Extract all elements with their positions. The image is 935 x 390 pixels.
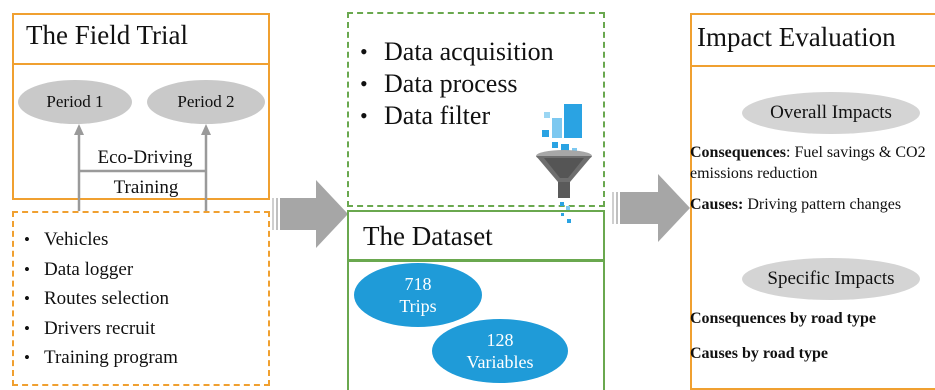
field-trial-header: [12, 13, 270, 65]
overall-impacts-ellipse: Overall Impacts: [742, 92, 920, 134]
trips-count: 718: [404, 274, 432, 294]
consequences-text: : Fuel savings & CO2 emissions reduction: [690, 144, 926, 182]
trips-badge: 718 Trips: [354, 263, 482, 327]
setup-list-panel: [12, 211, 270, 386]
setup-item: Data logger: [22, 255, 178, 285]
overall-impacts-label: Overall Impacts: [770, 102, 892, 123]
eco-driving-label: Eco-Driving: [86, 147, 204, 169]
variables-label: Variables: [466, 352, 534, 372]
dataset-title: The Dataset: [363, 221, 493, 251]
processing-step: Data filter: [358, 100, 554, 132]
field-trial-panel: [12, 13, 270, 200]
trips-label: Trips: [399, 296, 437, 316]
consequences-label: Consequences: [690, 144, 787, 161]
period-connector: [74, 124, 211, 211]
arrowhead-up-right-icon: [201, 124, 211, 135]
arrowhead-up-left-icon: [74, 124, 84, 135]
specific-consequences: Consequences by road type: [690, 310, 876, 327]
dataset-panel: [347, 210, 605, 390]
causes-label: Causes:: [690, 196, 744, 213]
period-2-label: Period 2: [177, 92, 235, 111]
impact-divider: [690, 65, 935, 67]
specific-impacts-ellipse: Specific Impacts: [742, 258, 920, 300]
field-trial-title: The Field Trial: [26, 20, 189, 50]
setup-item: Vehicles: [22, 225, 178, 255]
setup-item: Training program: [22, 343, 178, 373]
flow-arrow-1-icon: [272, 180, 348, 248]
specific-impacts-label: Specific Impacts: [767, 268, 895, 289]
setup-item: Routes selection: [22, 284, 178, 314]
variables-count: 128: [486, 330, 514, 350]
setup-item: Drivers recruit: [22, 314, 178, 344]
overall-causes: Causes: Driving pattern changes: [690, 194, 930, 215]
processing-steps-list: Data acquisition Data process Data filte…: [358, 36, 554, 132]
flow-arrow-2-icon: [612, 174, 690, 242]
processing-panel: [347, 12, 605, 207]
overall-consequences: Consequences: Fuel savings & CO2 emissio…: [690, 142, 935, 184]
period-2-ellipse: Period 2: [147, 80, 265, 124]
period-1-label: Period 1: [46, 92, 104, 111]
impact-panel: [690, 13, 935, 390]
processing-step: Data acquisition: [358, 36, 554, 68]
setup-list: Vehicles Data logger Routes selection Dr…: [22, 225, 178, 373]
causes-text: Driving pattern changes: [743, 196, 902, 213]
variables-badge: 128 Variables: [432, 319, 568, 383]
impact-title: Impact Evaluation: [697, 22, 896, 52]
specific-causes: Causes by road type: [690, 345, 828, 362]
dataset-divider: [347, 259, 605, 262]
processing-step: Data process: [358, 68, 554, 100]
data-filter-funnel-icon: [536, 104, 592, 223]
training-label: Training: [113, 177, 179, 198]
period-1-ellipse: Period 1: [18, 80, 132, 124]
